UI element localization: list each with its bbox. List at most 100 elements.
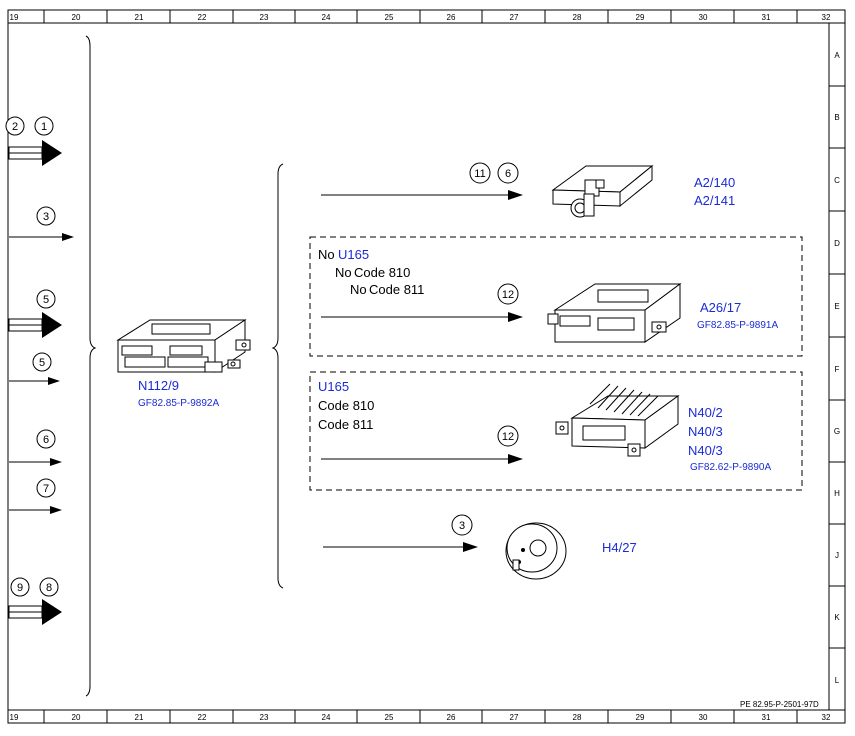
col-label: 28: [573, 13, 582, 22]
col-label: 29: [636, 713, 645, 722]
callout-number: 6: [43, 434, 49, 446]
row-labels: A B C D E F G H J K L: [834, 51, 840, 685]
module-ref: GF82.85-P-9892A: [138, 398, 219, 409]
callout-number: 8: [46, 582, 52, 594]
col-label: 23: [260, 13, 269, 22]
callout-number: 12: [502, 289, 514, 301]
col-label: 20: [72, 13, 81, 22]
callout-circle: [497, 425, 519, 447]
module-code: N112/9: [138, 378, 179, 393]
row-label: F: [835, 365, 840, 374]
output-box-n40: U165 Code 810 Code 811 12 N40/2 N40/3 N4…: [309, 371, 803, 491]
row-label: E: [834, 302, 839, 311]
component-ref: GF82.85-P-9891A: [697, 320, 778, 331]
arrow-head: [508, 190, 523, 200]
condition-box: [309, 371, 803, 491]
drawing-frame: [7, 9, 846, 724]
col-label: 22: [198, 13, 207, 22]
condition-box: [309, 236, 803, 357]
input-row-2: 3: [9, 206, 74, 241]
callout-number: 9: [17, 582, 23, 594]
callout-number: 5: [39, 357, 45, 369]
thin-arrow-head: [48, 377, 60, 385]
callout-number: 2: [12, 121, 18, 133]
component-code: N40/2: [688, 405, 723, 420]
input-row-1: 2 1: [5, 116, 62, 166]
component-code: A2/140: [694, 175, 735, 190]
row-label: J: [835, 551, 839, 560]
callout-circle: [36, 429, 56, 449]
column-labels-top: 19 20 21 22 23 24 25 26 27 28 29 30 31 3…: [10, 13, 831, 22]
left-inputs: 2 1 3 5 5: [5, 116, 74, 625]
arrow-head: [508, 312, 523, 322]
row-label: B: [834, 113, 839, 122]
input-row-4: 5: [9, 352, 60, 385]
col-label: 30: [699, 13, 708, 22]
callout-number: 12: [502, 431, 514, 443]
col-label: 32: [822, 13, 831, 22]
callout-circle: [469, 162, 491, 184]
input-row-5: 6: [9, 429, 62, 466]
callout-circle: [32, 352, 52, 372]
component-code: H4/27: [602, 540, 637, 555]
col-label: 27: [510, 13, 519, 22]
col-label: 23: [260, 713, 269, 722]
col-label: 19: [10, 713, 19, 722]
callout-circle: [36, 289, 56, 309]
callout-number: 5: [43, 294, 49, 306]
callout-circle: [497, 283, 519, 305]
component-code: N40/3: [688, 443, 723, 458]
condition-code: Code 811: [369, 282, 424, 297]
arrow-head: [508, 454, 523, 464]
col-label: 24: [322, 713, 331, 722]
condition-code: U165: [318, 379, 349, 394]
condition-code: Code 810: [354, 265, 410, 280]
callout-number: 3: [459, 520, 465, 532]
input-row-3: 5: [8, 289, 62, 338]
output-antenna: 11 6 A2/140 A2/141: [321, 162, 735, 218]
col-label: 31: [762, 713, 771, 722]
condition-prefix: No: [318, 247, 335, 262]
component-ref: GF82.62-P-9890A: [690, 462, 771, 473]
column-ticks: [43, 10, 798, 723]
col-label: 32: [822, 713, 831, 722]
col-label: 26: [447, 713, 456, 722]
antenna-module-icon: [551, 164, 654, 218]
col-label: 24: [322, 13, 331, 22]
col-label: 25: [385, 713, 394, 722]
thin-arrow-head: [62, 233, 74, 241]
callout-number: 11: [474, 168, 485, 180]
col-label: 30: [699, 713, 708, 722]
row-label: G: [834, 427, 840, 436]
arrow-head: [463, 542, 478, 552]
thin-arrow-head: [50, 506, 62, 514]
callout-circle: [34, 116, 54, 136]
speaker-icon: [505, 522, 567, 580]
control-module-n112-9: [116, 319, 251, 373]
condition-prefix: No: [350, 282, 367, 297]
callout-circle: [451, 514, 473, 536]
condition-code: Code 811: [318, 417, 373, 432]
row-ticks: [829, 85, 845, 649]
output-speaker: 3 H4/27: [323, 514, 637, 580]
bold-arrow-head: [42, 599, 62, 625]
col-label: 31: [762, 13, 771, 22]
input-row-6: 7: [9, 478, 62, 514]
row-label: C: [834, 176, 840, 185]
input-row-7: 9 8: [8, 577, 62, 625]
callout-number: 7: [43, 483, 49, 495]
condition-prefix: No: [335, 265, 352, 280]
right-brace: [271, 163, 284, 589]
col-label: 26: [447, 13, 456, 22]
component-code: A26/17: [700, 300, 741, 315]
amplifier-icon: [555, 383, 680, 457]
col-label: 28: [573, 713, 582, 722]
left-brace: [85, 35, 97, 697]
row-label: K: [834, 613, 840, 622]
bold-arrow-head: [42, 140, 62, 166]
bold-arrow-head: [42, 312, 62, 338]
col-label: 29: [636, 13, 645, 22]
col-label: 25: [385, 13, 394, 22]
callout-circle: [497, 162, 519, 184]
